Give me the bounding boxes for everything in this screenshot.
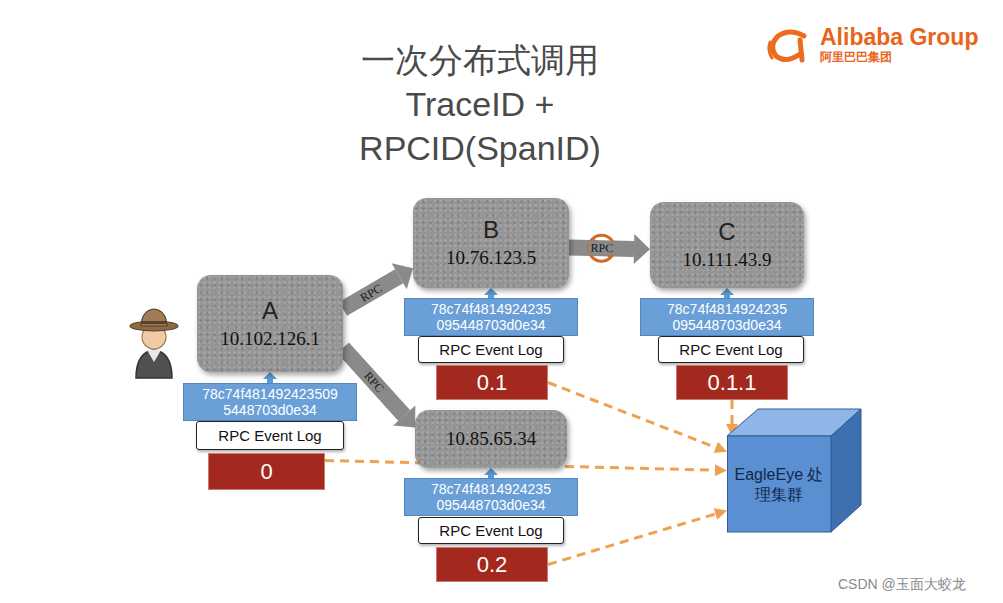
server-name: B: [483, 215, 499, 245]
log-label: RPC Event Log: [218, 427, 321, 444]
arrow-head: [263, 372, 277, 379]
logo-text: Alibaba Group: [820, 24, 978, 51]
trace-id-box: 78c74f4814924235 095448703d0e34: [404, 478, 578, 516]
event-log-box: RPC Event Log: [418, 336, 564, 363]
rpc-id: 0.1.1: [708, 370, 757, 396]
server-name: A: [262, 296, 278, 326]
trace-id: 78c74f481492423509 5448703d0e34: [190, 386, 350, 418]
edge-label: RPC: [588, 241, 615, 256]
arrow-head: [484, 468, 498, 475]
rpc-arrow: [343, 263, 413, 309]
arrow-head: [393, 405, 415, 427]
server-box: C10.111.43.9: [650, 202, 804, 288]
cluster-cube: EagleEye 处理集群: [727, 408, 862, 533]
cube-side: [831, 409, 861, 532]
blocked-sign: [589, 235, 615, 261]
arrow-shaft: [548, 514, 716, 565]
arrow-head: [715, 464, 727, 476]
trace-arrow: [484, 468, 498, 478]
trace-id: 78c74f4814924235 095448703d0e34: [411, 301, 571, 333]
user-icon: [130, 309, 178, 378]
ip-address: 10.85.65.34: [446, 426, 536, 452]
event-log-box: RPC Event Log: [196, 421, 344, 450]
rpc-id: 0.2: [477, 552, 508, 578]
arrow-shaft: [343, 276, 399, 309]
event-log-box: RPC Event Log: [658, 336, 804, 363]
rpc-id: 0: [260, 459, 272, 485]
arrow-head: [484, 288, 498, 295]
arrow-head: [714, 442, 727, 453]
arrow-head: [634, 234, 650, 264]
watermark: CSDN @玉面大蛟龙: [838, 576, 966, 594]
cube-front: [728, 436, 832, 532]
server-box: 10.85.65.34: [415, 410, 567, 468]
arrow-head: [714, 508, 727, 519]
ip-address: 10.111.43.9: [683, 247, 772, 273]
trace-arrow: [263, 372, 277, 383]
arrow-head: [720, 288, 734, 295]
rpc-id-box: 0.2: [436, 547, 548, 582]
trace-id-box: 78c74f481492423509 5448703d0e34: [183, 383, 357, 421]
log-label: RPC Event Log: [679, 341, 782, 358]
alibaba-logo-mark: [769, 32, 804, 60]
rpc-id-box: 0: [208, 453, 325, 490]
arrow-shaft: [730, 400, 733, 424]
ip-address: 10.76.123.5: [446, 245, 536, 271]
trace-arrow: [484, 288, 498, 298]
trace-arrow: [720, 288, 734, 298]
rpc-id-box: 0.1: [436, 365, 548, 400]
trace-id-box: 78c74f4814924235 095448703d0e34: [404, 298, 578, 336]
arrow-head: [392, 263, 413, 289]
trace-id: 78c74f4814924235 095448703d0e34: [647, 301, 807, 333]
ip-address: 10.102.126.1: [220, 326, 320, 352]
log-label: RPC Event Log: [439, 341, 542, 358]
server-name: C: [718, 217, 735, 247]
rpc-id: 0.1: [477, 370, 508, 396]
log-flow-arrow: [548, 508, 727, 564]
logo-text-cn: 阿里巴巴集团: [820, 49, 892, 66]
slide-title: 一次分布式调用 TraceID + RPCID(SpanID): [330, 38, 630, 170]
server-box: B10.76.123.5: [413, 198, 569, 288]
rpc-arrow: [569, 234, 650, 264]
trace-id-box: 78c74f4814924235 095448703d0e34: [640, 298, 814, 336]
server-box: A10.102.126.1: [197, 275, 343, 372]
cluster-name: EagleEye 处理集群: [727, 465, 831, 505]
event-log-box: RPC Event Log: [418, 517, 564, 544]
rpc-id-box: 0.1.1: [676, 365, 788, 400]
log-label: RPC Event Log: [439, 522, 542, 539]
trace-id: 78c74f4814924235 095448703d0e34: [411, 481, 571, 513]
